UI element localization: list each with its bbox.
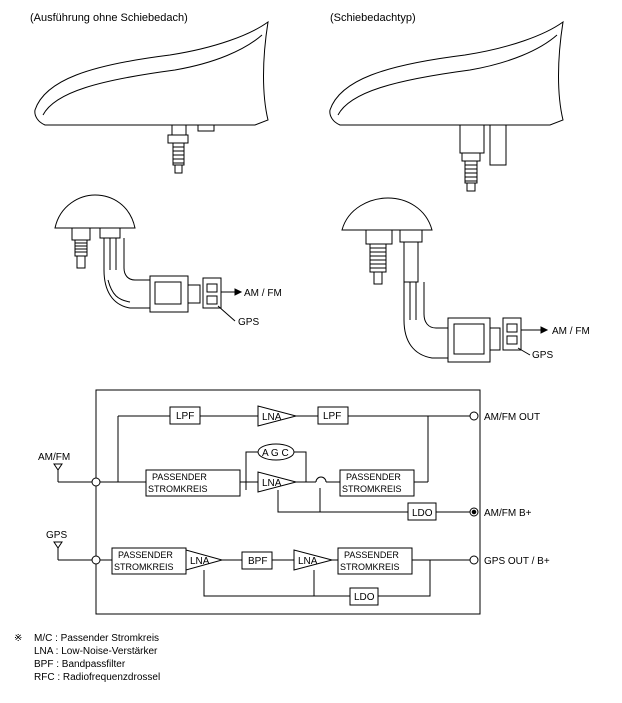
input-label-gps: GPS [46,530,67,541]
note-row: LNA : Low-Noise-Verstärker [14,645,160,658]
output-label-amfm-out: AM/FM OUT [484,412,540,423]
note-item: BPF : Bandpassfilter [34,659,126,670]
reference-mark: ※ [14,633,23,644]
matching-circuit-block-4 [337,547,413,575]
caption-no-sunroof: (Ausführung ohne Schiebedach) [30,12,188,24]
caption-sunroof: (Schiebedachtyp) [330,12,416,24]
matching-circuit-block-2 [339,469,415,497]
lpf-label-2: LPF [323,411,341,422]
connector-assembly-left [54,194,241,322]
input-terminal-amfm [91,477,101,487]
matching-label-1a: PASSENDER [152,472,207,482]
lpf-label-1: LPF [176,411,194,422]
agc-label: A G C [262,448,289,459]
antenna-housing-right [329,20,564,192]
matching-label-4b: STROMKREIS [340,562,400,572]
label-amfm-right: AM / FM [552,326,590,337]
lna-label-top: LNA [262,412,282,423]
note-row: RFC : Radiofrequenzdrossel [14,671,160,684]
matching-label-2b: STROMKREIS [342,484,402,494]
matching-label-3b: STROMKREIS [114,562,174,572]
input-terminal-gps [91,555,101,565]
ldo-label-1: LDO [412,508,433,519]
block-diagram-frame [95,389,481,615]
matching-circuit-block-1 [145,469,241,497]
matching-label-2a: PASSENDER [346,472,401,482]
legend-notes: ※ M/C : Passender Stromkreis LNA : Low-N… [14,632,160,684]
lna-label-gps-2: LNA [298,556,318,567]
input-label-amfm: AM/FM [38,452,70,463]
label-gps-left: GPS [238,317,259,328]
note-item: M/C : Passender Stromkreis [34,633,160,644]
lna-triangle-mid [257,471,298,493]
label-gps-right: GPS [532,350,553,361]
lna-triangle-gps-1 [185,549,224,571]
output-terminal-amfm-out [469,411,479,421]
matching-label-3a: PASSENDER [118,550,173,560]
connector-assembly-right [341,197,547,363]
matching-label-4a: PASSENDER [344,550,399,560]
ldo-label-2: LDO [354,592,375,603]
lna-label-gps-1: LNA [190,556,210,567]
lna-label-mid: LNA [262,478,282,489]
note-item: LNA : Low-Noise-Verstärker [34,646,158,657]
output-label-amfm-bplus: AM/FM B+ [484,508,532,519]
note-item: RFC : Radiofrequenzdrossel [34,672,161,683]
bpf-label: BPF [248,556,267,567]
label-amfm-left: AM / FM [244,288,282,299]
note-row: ※ M/C : Passender Stromkreis [14,632,160,645]
matching-label-1b: STROMKREIS [148,484,208,494]
lna-triangle-top [257,405,298,427]
note-row: BPF : Bandpassfilter [14,658,160,671]
antenna-housing-left [34,20,269,174]
output-label-gps-out: GPS OUT / B+ [484,556,550,567]
lna-triangle-gps-2 [293,549,334,571]
output-terminal-gps-out [469,555,479,565]
